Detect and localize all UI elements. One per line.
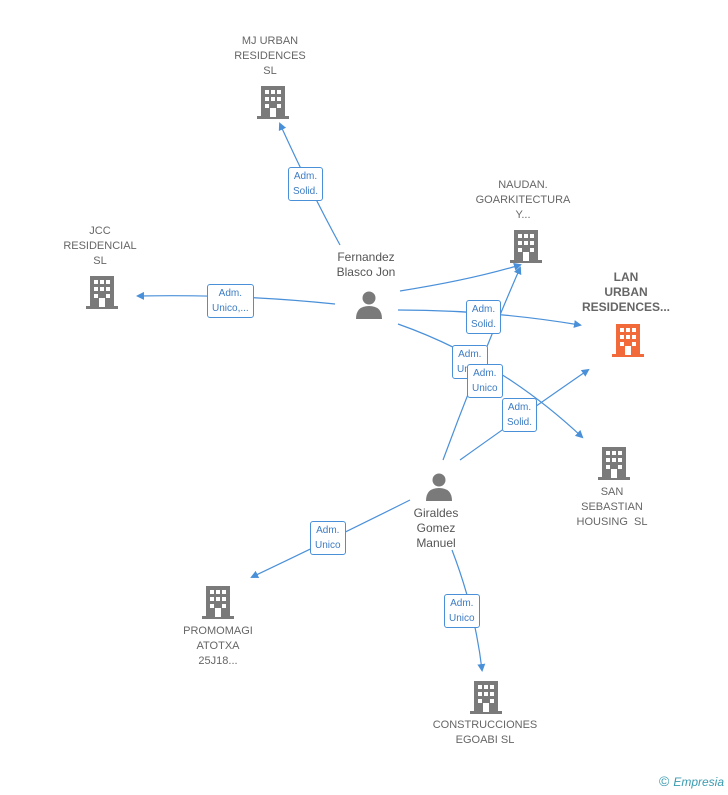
company-label-construcciones[interactable]: CONSTRUCCIONES EGOABI SL xyxy=(432,719,538,746)
company-label-lan-urban[interactable]: LAN URBAN RESIDENCES... xyxy=(581,270,671,314)
person-icon[interactable] xyxy=(424,472,454,502)
building-icon[interactable] xyxy=(598,445,630,481)
edge-label-fernandez-mj[interactable]: Adm. Solid. xyxy=(288,167,324,201)
building-icon[interactable] xyxy=(86,274,118,310)
building-icon[interactable] xyxy=(510,228,542,264)
company-label-naudan[interactable]: NAUDAN. GOARKITECTURA Y... xyxy=(475,179,571,221)
edge-label-giraldes-construcciones[interactable]: Adm. Unico xyxy=(444,594,480,628)
building-icon[interactable] xyxy=(470,679,502,715)
building-icon[interactable] xyxy=(202,584,234,620)
company-label-san-sebastian[interactable]: SAN SEBASTIAN HOUSING SL xyxy=(576,486,648,528)
edge-label-giraldes-lan[interactable]: Adm. Solid. xyxy=(502,398,538,432)
edge-fernandez-naudan xyxy=(399,262,522,292)
building-icon-focus[interactable] xyxy=(612,322,644,358)
company-label-mj-urban[interactable]: MJ URBAN RESIDENCES SL xyxy=(234,35,306,77)
person-label-fernandez[interactable]: Fernandez Blasco Jon xyxy=(336,250,396,279)
building-icon[interactable] xyxy=(257,84,289,120)
edge-label-fernandez-jcc[interactable]: Adm. Unico,... xyxy=(207,284,254,318)
person-icon[interactable] xyxy=(354,290,384,320)
brand-watermark: ©Empresia xyxy=(659,773,724,789)
edge-label-fernandez-naudan[interactable]: Adm. Solid. xyxy=(466,300,502,334)
edge-label-giraldes-naudan[interactable]: Adm. Unico xyxy=(467,364,503,398)
person-label-giraldes[interactable]: Giraldes Gomez Manuel xyxy=(413,506,459,550)
brand-name: Empresia xyxy=(673,775,724,789)
copyright-icon: © xyxy=(658,773,670,789)
edge-label-giraldes-promomagi[interactable]: Adm. Unico xyxy=(310,521,346,555)
company-label-promomagi[interactable]: PROMOMAGI ATOTXA 25J18... xyxy=(183,625,253,667)
company-label-jcc[interactable]: JCC RESIDENCIAL SL xyxy=(63,225,137,267)
